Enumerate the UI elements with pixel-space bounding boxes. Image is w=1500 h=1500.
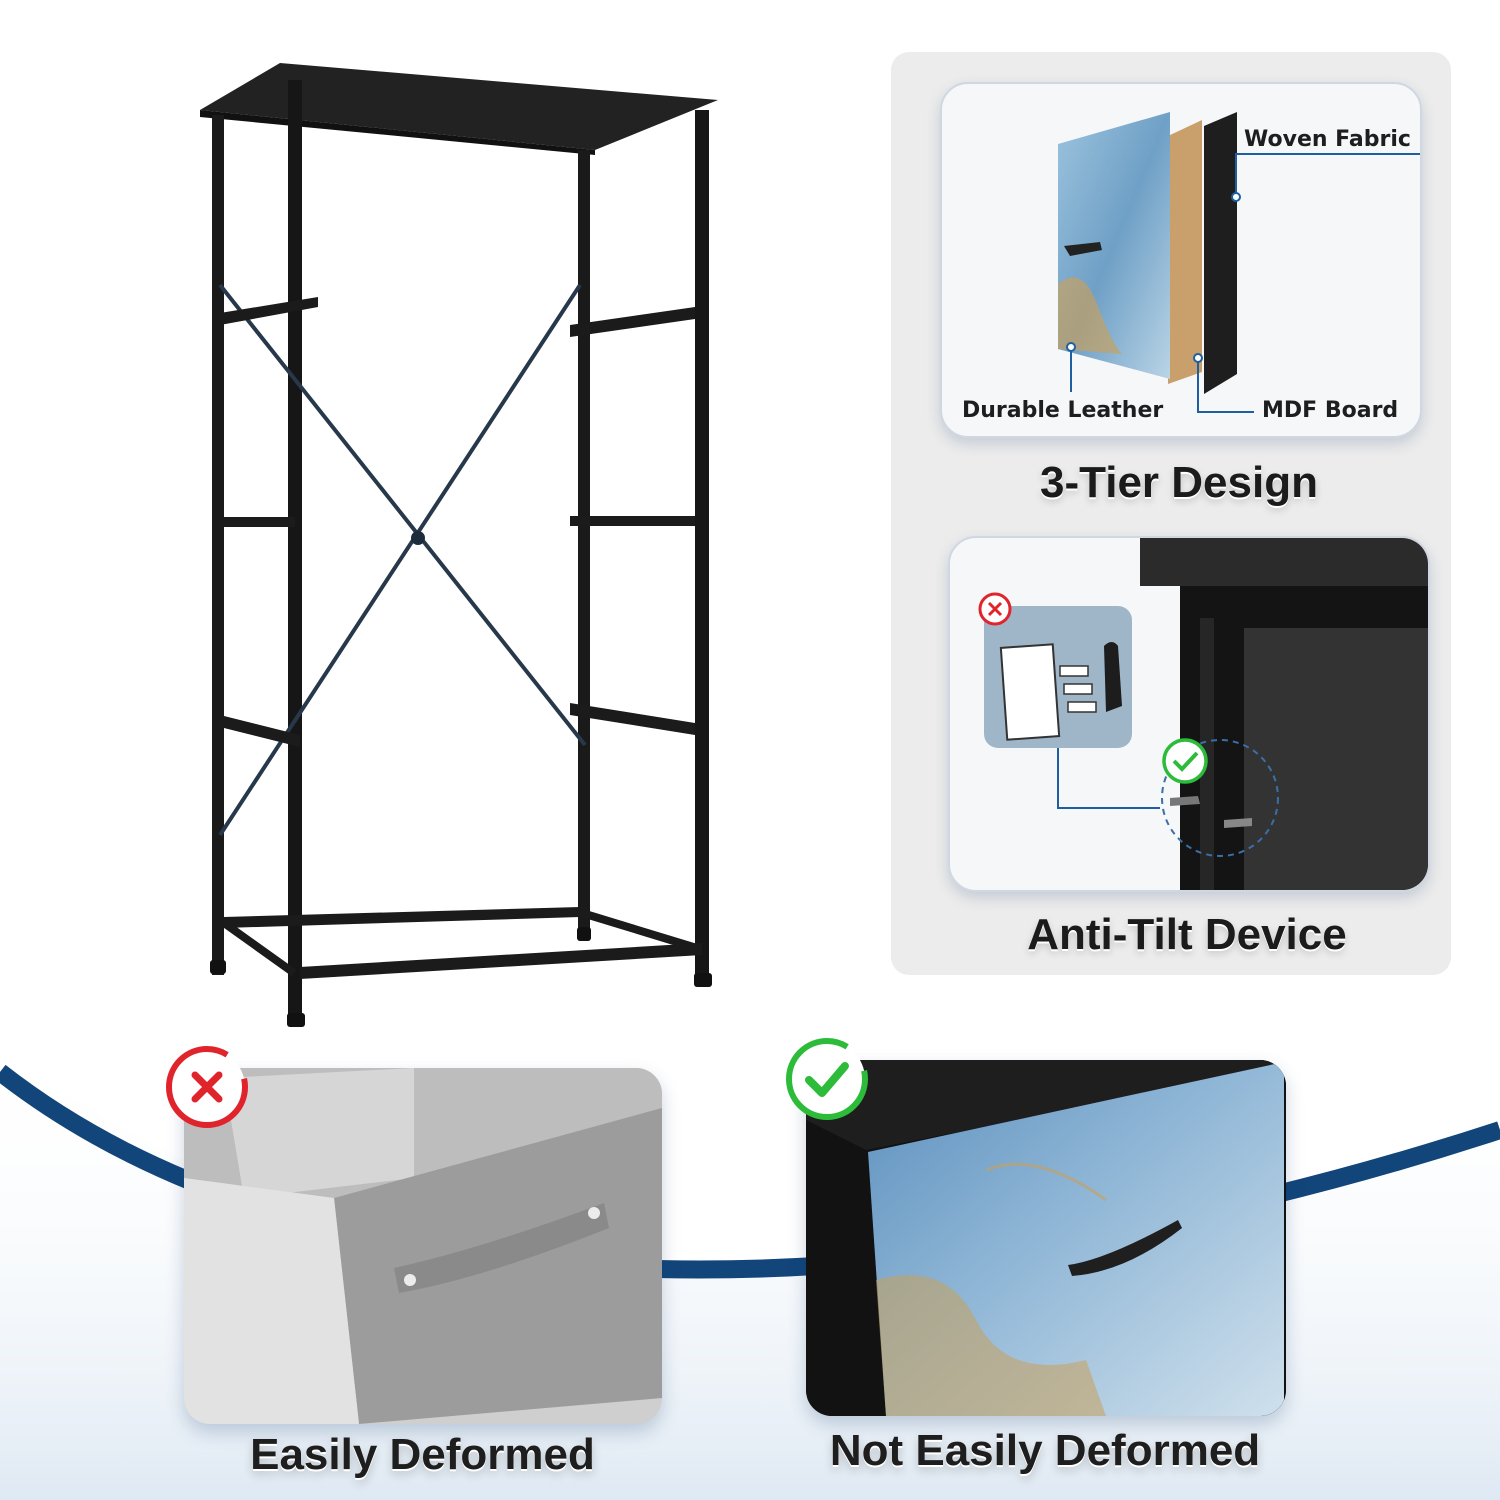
durable-leather-label: Durable Leather <box>962 398 1164 423</box>
callout-lines <box>1066 153 1420 413</box>
material-layers-card: Woven Fabric Durable Leather MDF Board <box>940 82 1422 438</box>
bad-x-circle-icon <box>166 1046 248 1128</box>
layer-diagram <box>1058 112 1237 394</box>
shelf-frame-illustration <box>200 63 718 1027</box>
deformed-bin-card <box>184 1068 662 1424</box>
anti-tilt-card <box>948 536 1430 892</box>
woven-fabric-label: Woven Fabric <box>1244 127 1411 152</box>
tier-design-heading: 3-Tier Design <box>1040 458 1318 507</box>
check-circle-icon <box>1162 738 1208 784</box>
x-circle-icon <box>978 592 1012 626</box>
not-easily-deformed-caption: Not Easily Deformed <box>829 1426 1261 1475</box>
tipping-illustration <box>984 606 1132 748</box>
mdf-board-label: MDF Board <box>1262 398 1399 423</box>
sturdy-drawer-card <box>806 1060 1286 1416</box>
anti-tilt-connector <box>1057 748 1160 809</box>
gray-fabric-bin-image <box>184 1068 662 1424</box>
good-check-circle-icon <box>786 1038 868 1120</box>
blue-drawer-image <box>806 1060 1286 1416</box>
dresser-corner-image <box>1140 538 1428 890</box>
easily-deformed-caption: Easily Deformed <box>250 1430 595 1479</box>
anti-tilt-heading: Anti-Tilt Device <box>1027 910 1347 959</box>
